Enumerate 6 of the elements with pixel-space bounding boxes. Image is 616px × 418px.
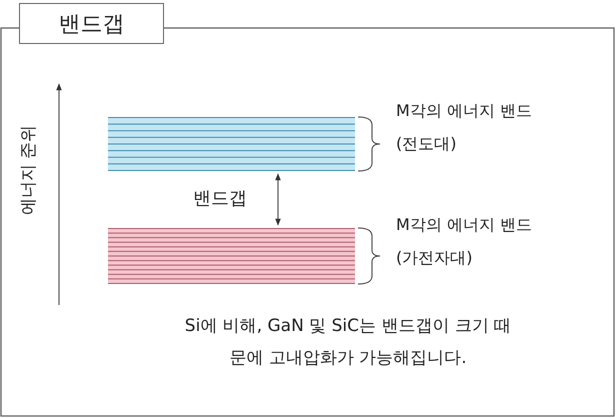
- double-arrow: [275, 173, 281, 226]
- axis-label: 에너지 준위: [18, 124, 40, 216]
- title-tab: 밴드갭: [19, 3, 164, 44]
- note-text: Si에 비해, GaN 및 SiC는 밴드갭이 크기 때문에 고내압화가 가능해집니다.: [184, 315, 512, 370]
- band-label: M각의 에너지 밴드 (가전자대): [396, 214, 533, 269]
- band-label: M각의 에너지 밴드 (전도대): [396, 100, 533, 155]
